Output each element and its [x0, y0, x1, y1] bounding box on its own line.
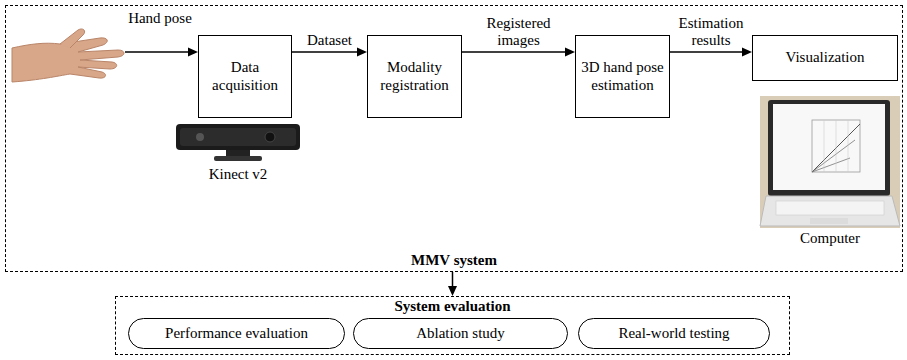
process-box: 3D hand pose estimation [575, 35, 670, 118]
device-caption: Computer [785, 230, 875, 247]
frame-heading: System evaluation [116, 298, 789, 315]
arrow-head [357, 48, 367, 57]
system-frame: MMV system Data acquisition Modality regis… [5, 5, 903, 272]
edge-label: Registered images [464, 15, 573, 50]
computer-picture [760, 96, 900, 228]
evaluation-item: Performance evaluation [128, 318, 345, 349]
box-text: Ablation study [416, 325, 505, 342]
connector-line [292, 51, 359, 53]
edge-label: Dataset [294, 32, 365, 49]
connector [670, 48, 752, 57]
box-text: Modality registration [372, 59, 457, 94]
process-box: Modality registration [367, 35, 462, 118]
arrow-head [565, 48, 575, 57]
arrow-head [742, 48, 752, 57]
connector-line [452, 272, 454, 288]
connector [448, 272, 457, 296]
hand-picture [12, 29, 124, 82]
evaluation-item: Ablation study [353, 318, 568, 349]
input-arrow [125, 51, 190, 53]
box-text: Data acquisition [203, 59, 287, 94]
arrow-head [448, 286, 457, 296]
process-box: Data acquisition [198, 35, 292, 118]
box-text: Real-world testing [618, 325, 729, 342]
connector [292, 48, 367, 57]
input-label: Hand pose [128, 10, 192, 27]
connector [462, 48, 575, 57]
edge-label: Estimation results [672, 15, 750, 50]
kinect-picture [176, 124, 300, 161]
box-text: Visualization [785, 49, 864, 66]
box-text: Performance evaluation [165, 325, 308, 342]
frame-heading: MMV system [6, 252, 902, 269]
evaluation-item: Real-world testing [578, 318, 770, 349]
box-text: 3D hand pose estimation [580, 59, 665, 94]
connector-line [462, 51, 567, 53]
process-box: Visualization [752, 35, 898, 81]
arrow-head [188, 48, 198, 57]
device-caption: Kinect v2 [190, 166, 286, 183]
evaluation-frame: System evaluationPerformance evaluation A… [115, 296, 790, 355]
connector-line [670, 51, 744, 53]
